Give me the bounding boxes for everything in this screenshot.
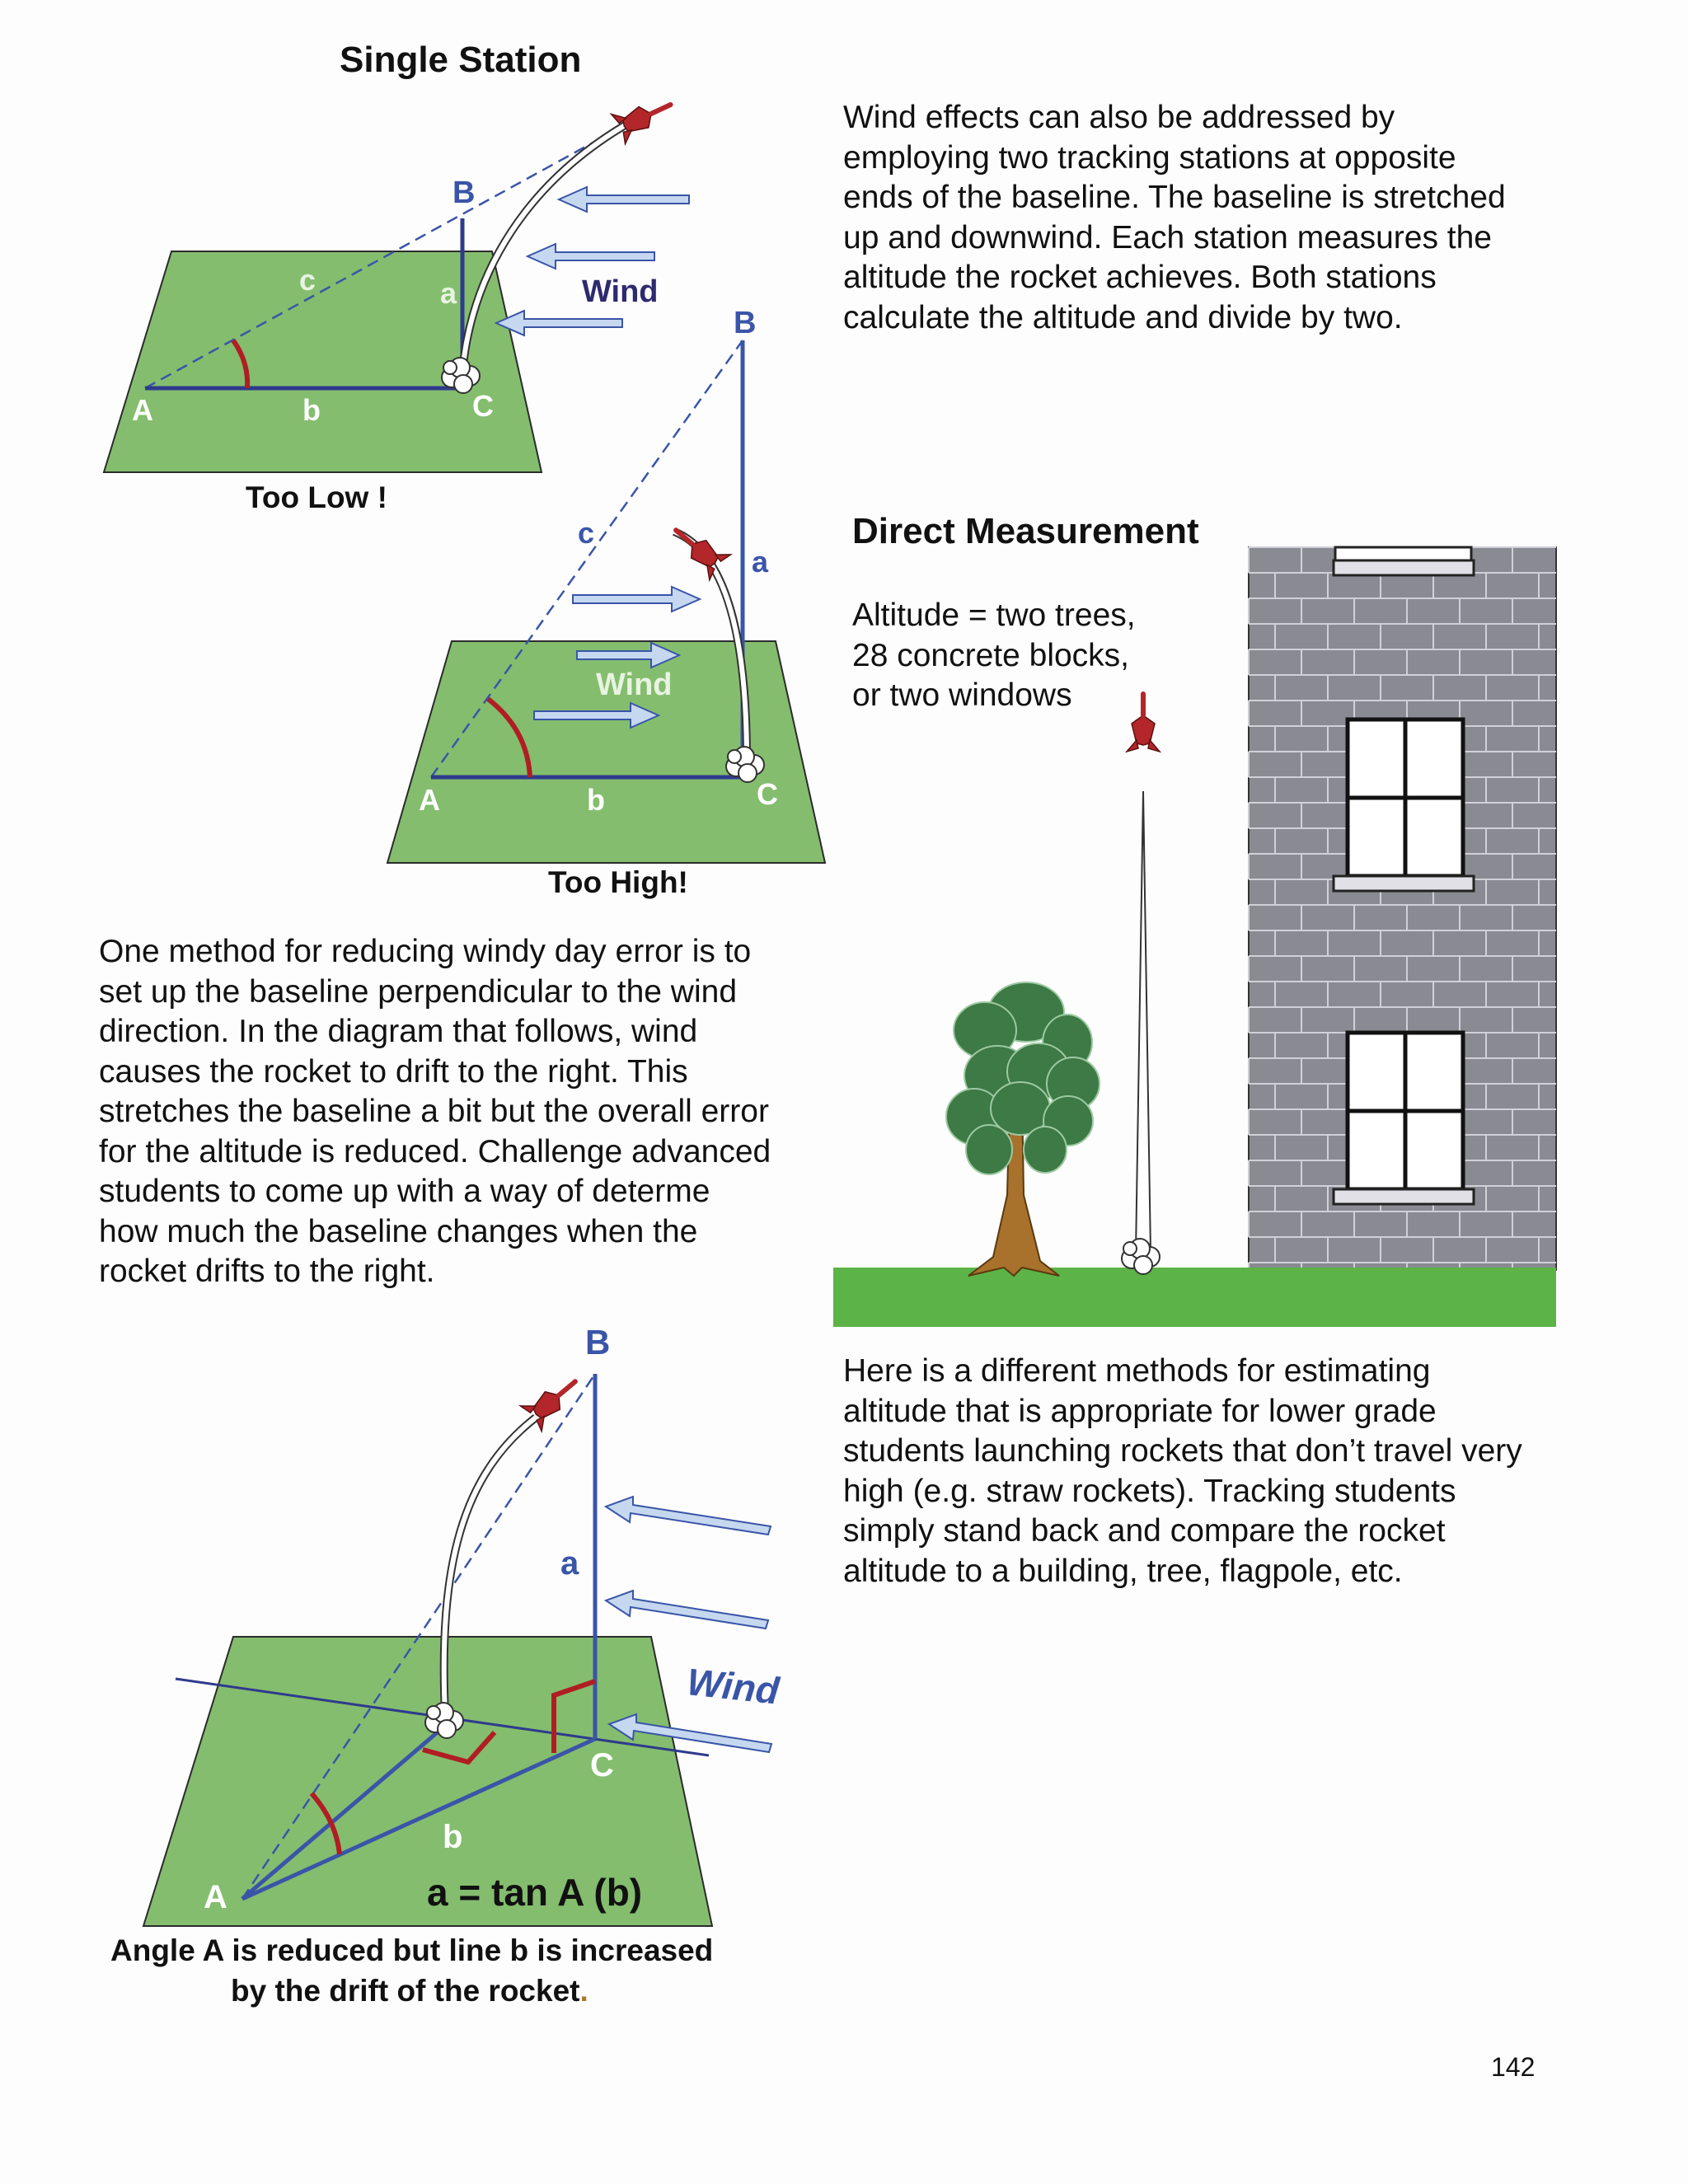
perpendicular-method-paragraph: One method for reducing windy day error … <box>99 934 771 1289</box>
perpendicular-baseline-b <box>241 1736 597 1901</box>
perpendicular-right-angle-1 <box>422 1731 497 1765</box>
direct-rocket <box>1127 694 1160 752</box>
direct-measurement-description: Altitude = two trees, 28 concrete blocks… <box>852 598 1136 713</box>
too-high-diagram: B c a Wind A b C <box>386 306 827 864</box>
window-top-sill <box>1332 559 1475 577</box>
window-top <box>1334 546 1473 562</box>
caption-line2-text: by the drift of the rocket <box>231 1974 580 2008</box>
perpendicular-wind-arrow-3 <box>607 1713 773 1754</box>
too-low-label-a: a <box>440 276 457 310</box>
too-low-rocket <box>612 90 678 144</box>
too-high-wind-arrow-1 <box>572 585 702 613</box>
too-low-wind-arrow-1 <box>556 185 690 213</box>
window-bottom <box>1332 1030 1475 1206</box>
too-low-caption: Too Low ! <box>246 480 387 514</box>
tree <box>945 982 1100 1277</box>
perpendicular-label-C: C <box>590 1747 614 1783</box>
too-high-wind-arrow-3 <box>533 701 661 729</box>
perpendicular-caption-line1: Angle A is reduced but line b is increas… <box>110 1933 714 1967</box>
too-high-label-c: c <box>578 516 594 550</box>
perpendicular-wind-label: Wind <box>685 1660 782 1713</box>
perpendicular-diagram: B a Wind C b A a = tan A (b) <box>142 1323 782 1927</box>
too-high-angle-arc <box>486 696 532 778</box>
different-method-paragraph: Here is a different methods for estimati… <box>843 1353 1522 1589</box>
too-low-hypotenuse-c <box>144 120 631 390</box>
too-low-wind-arrow-3 <box>494 309 623 337</box>
too-low-label-A: A <box>132 393 153 427</box>
too-low-angle-arc <box>231 339 251 389</box>
too-high-label-A: A <box>419 783 440 817</box>
perpendicular-wind-arrow-1 <box>603 1495 772 1536</box>
too-low-label-C: C <box>472 389 494 423</box>
too-low-label-c: c <box>299 263 316 297</box>
page-number: 142 <box>1491 2052 1536 2082</box>
too-high-label-B: B <box>734 306 756 340</box>
perpendicular-label-a: a <box>560 1545 579 1582</box>
perpendicular-angle-arc <box>309 1792 342 1855</box>
single-station-title: Single Station <box>340 40 582 80</box>
perpendicular-formula: a = tan A (b) <box>427 1871 642 1914</box>
perpendicular-label-A: A <box>204 1879 227 1915</box>
rocket-trail <box>1135 790 1151 1254</box>
too-low-label-b: b <box>302 393 321 427</box>
brick-pattern <box>1248 546 1556 1268</box>
perpendicular-wind-arrow-2 <box>603 1589 770 1630</box>
direct-measurement-title: Direct Measurement <box>852 511 1199 551</box>
too-low-wind-arrow-2 <box>525 242 655 270</box>
too-high-label-C: C <box>757 777 778 811</box>
perpendicular-right-angle-2 <box>551 1679 596 1753</box>
too-high-wind-label: Wind <box>596 668 673 702</box>
too-low-ground <box>102 251 543 473</box>
too-low-wind-label: Wind <box>582 274 659 309</box>
ground-strip <box>833 1268 1556 1327</box>
too-low-diagram: B c a A b C Wind <box>102 90 690 473</box>
direct-measurement-scene <box>833 546 1557 1327</box>
perpendicular-line-to-launch <box>241 1724 447 1900</box>
perpendicular-label-b: b <box>443 1819 462 1855</box>
perpendicular-caption-line2: by the drift of the rocket. <box>231 1974 588 2008</box>
perpendicular-dashed-hypotenuse <box>241 1373 597 1900</box>
too-high-caption: Too High! <box>548 865 688 899</box>
perpendicular-ground <box>142 1636 714 1927</box>
perpendicular-label-B: B <box>585 1323 610 1361</box>
too-high-rocket <box>665 518 730 580</box>
caption-period: . <box>579 1974 588 2008</box>
too-high-wind-arrow-2 <box>576 641 682 669</box>
too-high-ground <box>386 640 827 864</box>
window-middle <box>1332 717 1475 893</box>
wind-two-stations-paragraph: Wind effects can also be addressed by em… <box>843 100 1506 335</box>
too-high-label-b: b <box>587 783 605 817</box>
too-low-label-B: B <box>452 176 475 210</box>
too-high-label-a: a <box>752 545 769 579</box>
